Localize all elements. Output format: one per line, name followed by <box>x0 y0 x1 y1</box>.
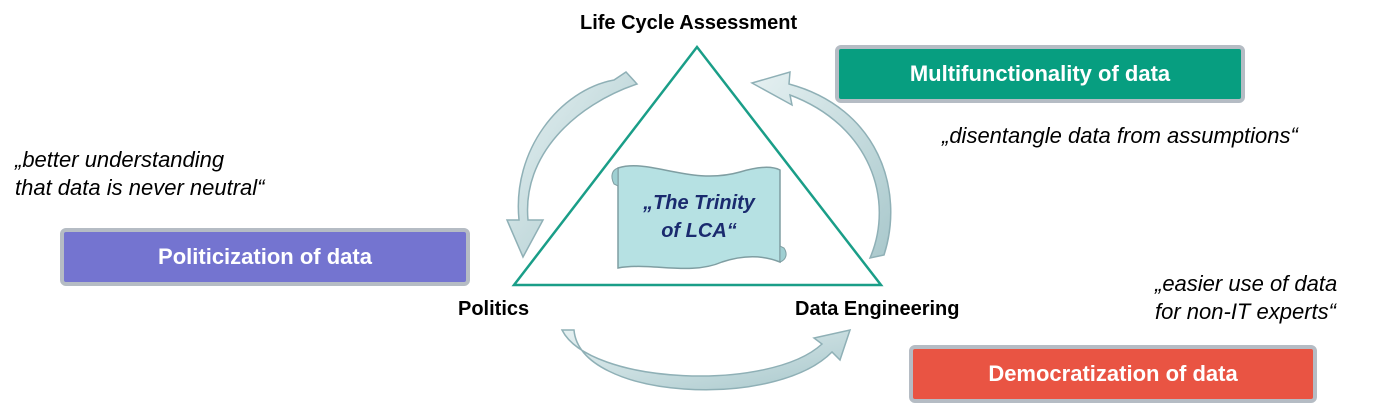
trinity-triangle <box>511 44 884 287</box>
democratization-box: Democratization of data <box>909 345 1317 403</box>
multifunctionality-box: Multifunctionality of data <box>835 45 1245 103</box>
curved-arrow-left <box>505 71 639 259</box>
center-scroll: „The Trinity of LCA“ <box>611 165 787 270</box>
quote-multifunctionality: „disentangle data from assumptions“ <box>942 122 1298 150</box>
curved-arrow-bottom <box>560 328 852 391</box>
vertex-label-lca: Life Cycle Assessment <box>580 12 798 34</box>
quote-multifunctionality-line1: „disentangle data from assumptions“ <box>942 123 1298 148</box>
politicization-box: Politicization of data <box>60 228 470 286</box>
vertex-label-data-engineering: Data Engineering <box>795 298 960 320</box>
quote-politicization: „better understanding that data is never… <box>15 146 264 202</box>
quote-democratization-line2: for non-IT experts“ <box>1155 299 1336 324</box>
scroll-text-line1: „The Trinity <box>642 192 756 214</box>
quote-democratization: „easier use of data for non-IT experts“ <box>1155 270 1337 326</box>
scroll-text-line2: of LCA“ <box>661 220 737 242</box>
quote-democratization-line1: „easier use of data <box>1155 271 1338 296</box>
quote-politicization-line1: „better understanding <box>15 147 225 172</box>
vertex-label-politics: Politics <box>458 298 530 320</box>
curved-arrow-right <box>750 70 892 260</box>
quote-politicization-line2: that data is never neutral“ <box>15 175 265 200</box>
